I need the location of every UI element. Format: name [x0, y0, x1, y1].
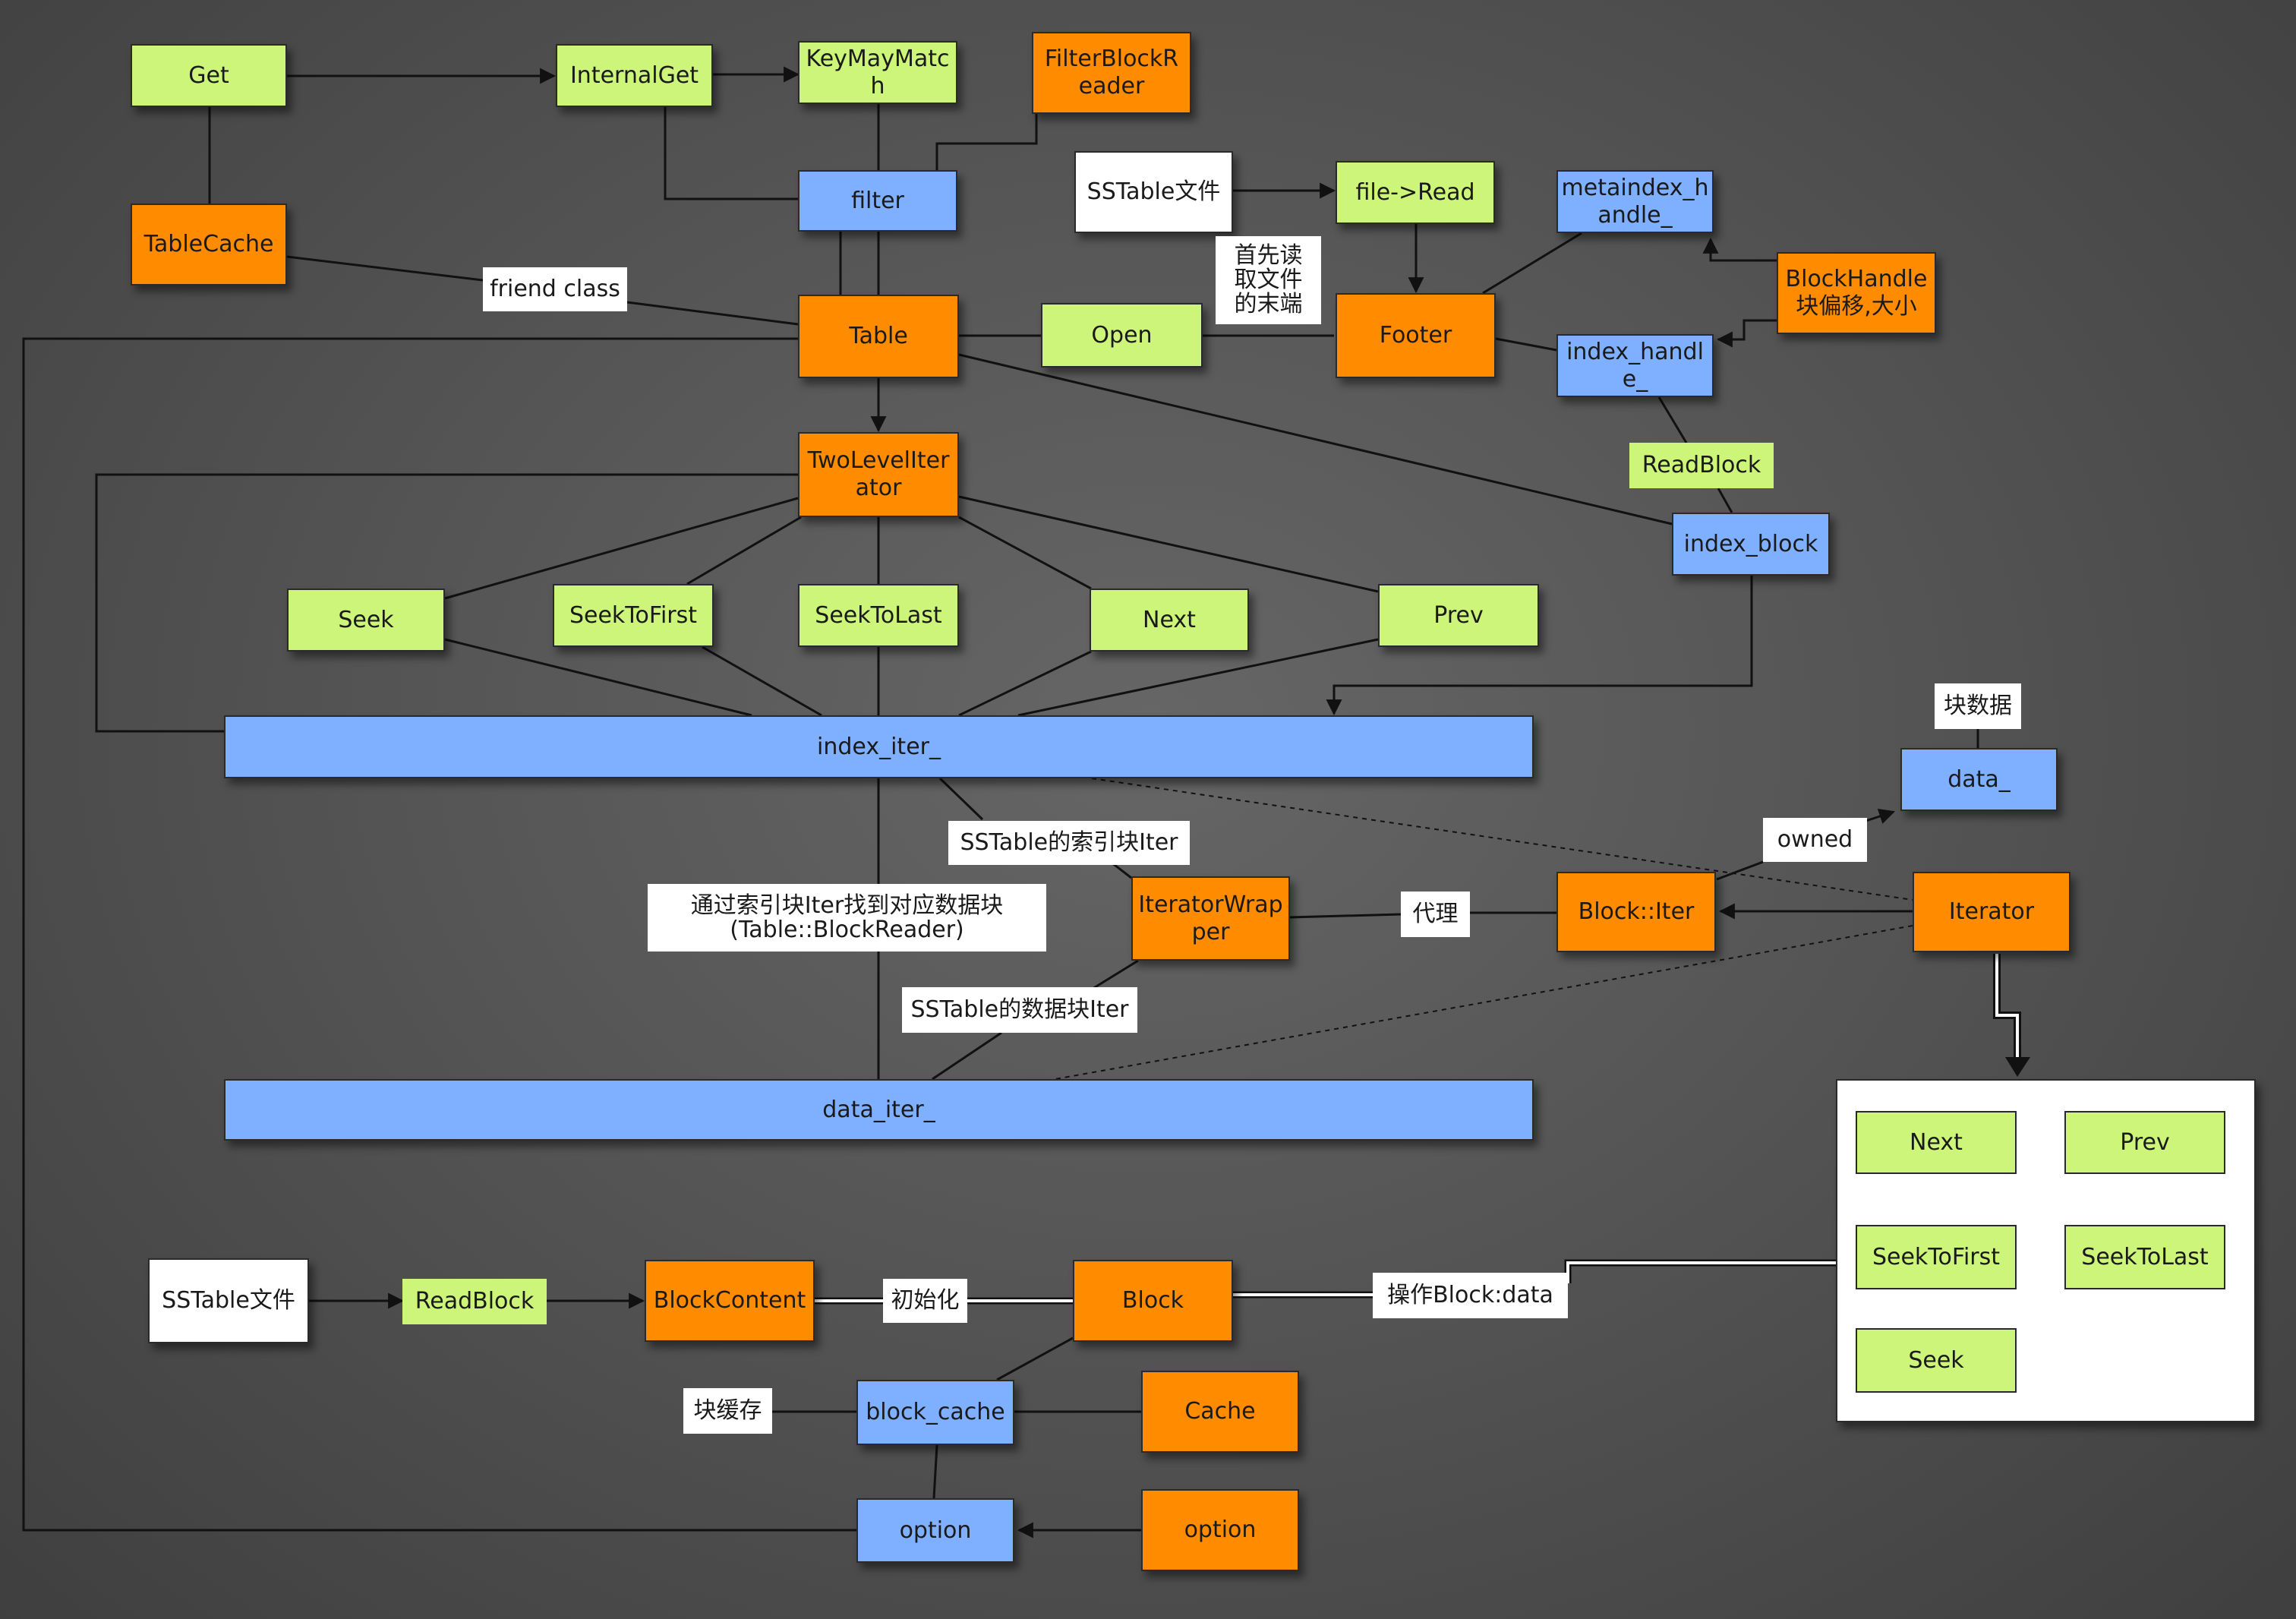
read-block-bottom-node[interactable]: ReadBlock	[402, 1279, 547, 1324]
index-block-node[interactable]: index_block	[1672, 513, 1830, 576]
init-label: 初始化	[883, 1279, 967, 1323]
edge-opdata-panel-outer	[1564, 1259, 1837, 1283]
edge-seektofirst-indexiter	[702, 645, 822, 717]
edge-table-indexblock	[958, 353, 1673, 525]
block-data-label: 块数据	[1935, 683, 2021, 729]
block-cache-label: 块缓存	[683, 1388, 772, 1434]
edge-tli-next	[958, 516, 1092, 590]
edge-table-option-loop	[22, 337, 856, 1532]
edge-tablecache-friendclass	[286, 255, 484, 282]
edge-iterator-panel-inner	[1995, 954, 2019, 1062]
edge-indexblock-indexiter	[1326, 576, 1753, 716]
filter-node[interactable]: filter	[798, 170, 957, 232]
table-node[interactable]: Table	[798, 295, 959, 378]
find-data-block-label: 通过索引块Iter找到对应数据块 (Table::BlockReader)	[648, 884, 1046, 952]
edge-footer-indexhandle	[1495, 337, 1557, 352]
edge-footer-metaindex	[1482, 232, 1582, 295]
panel-seek-to-last-node[interactable]: SeekToLast	[2064, 1225, 2225, 1289]
data-iter-node[interactable]: data_iter_	[224, 1079, 1534, 1141]
panel-prev-node[interactable]: Prev	[2064, 1111, 2225, 1174]
owned-label: owned	[1763, 818, 1867, 862]
friend-class-label: friend class	[483, 267, 627, 311]
seek-to-first-node[interactable]: SeekToFirst	[553, 584, 714, 647]
data-node[interactable]: data_	[1900, 748, 2058, 811]
panel-next-node[interactable]: Next	[1856, 1111, 2017, 1174]
option-orange-node[interactable]: option	[1141, 1489, 1299, 1571]
read-tail-label: 首先读 取文件 的末端	[1216, 236, 1321, 324]
edge-indexiter-sstableindexlabel	[938, 777, 984, 821]
edge-blockcache-option	[932, 1444, 938, 1499]
panel-seek-to-first-node[interactable]: SeekToFirst	[1856, 1225, 2017, 1289]
edge-indexhandle-readblock	[1657, 396, 1688, 443]
edge-tli-seek	[444, 497, 799, 600]
iterator-node[interactable]: Iterator	[1913, 872, 2070, 952]
file-read-node[interactable]: file->Read	[1336, 161, 1495, 224]
cache-node[interactable]: Cache	[1141, 1371, 1299, 1453]
seek-node[interactable]: Seek	[287, 589, 445, 652]
internal-get-node[interactable]: InternalGet	[556, 44, 713, 107]
edge-friendclass-table	[626, 301, 799, 326]
sstable-index-iter-label: SSTable的索引块Iter	[948, 821, 1190, 865]
open-node[interactable]: Open	[1041, 303, 1203, 368]
next-node[interactable]: Next	[1090, 589, 1249, 652]
edge-iterator-panel-outer	[1993, 954, 2021, 1062]
footer-node[interactable]: Footer	[1336, 293, 1496, 378]
edge-blockhandle-indexhandle	[1716, 319, 1777, 348]
block-handle-node[interactable]: BlockHandle 块偏移,大小	[1777, 252, 1936, 334]
seek-to-last-node[interactable]: SeekToLast	[798, 584, 959, 647]
panel-seek-node[interactable]: Seek	[1856, 1328, 2017, 1393]
edge-readblock-indexblock	[1717, 488, 1733, 513]
filter-block-reader-node[interactable]: FilterBlockR eader	[1032, 32, 1191, 114]
two-level-iterator-node[interactable]: TwoLevelIter ator	[798, 432, 959, 517]
block-node[interactable]: Block	[1073, 1260, 1233, 1342]
read-block-top-node[interactable]: ReadBlock	[1629, 443, 1774, 488]
option-blue-node[interactable]: option	[856, 1498, 1014, 1563]
edge-datalabel-dataiter	[932, 1031, 1002, 1081]
prev-node[interactable]: Prev	[1378, 584, 1539, 647]
metaindex-handle-node[interactable]: metaindex_h andle_	[1556, 170, 1714, 233]
index-handle-node[interactable]: index_handl e_	[1556, 334, 1714, 397]
edge-filter-filterblockreader	[935, 114, 1038, 170]
proxy-label: 代理	[1401, 892, 1470, 937]
edge-tli-seektofirst	[686, 516, 802, 585]
block-content-node[interactable]: BlockContent	[645, 1260, 815, 1342]
edge-iterator-panel-arrowhead	[2005, 1057, 2030, 1077]
edge-indexiter-iterator-dashed	[1091, 778, 1913, 901]
key-may-match-node[interactable]: KeyMayMatc h	[798, 41, 957, 104]
index-iter-node[interactable]: index_iter_	[224, 715, 1534, 778]
edge-block-blockcache	[996, 1337, 1074, 1381]
edge-tli-prev	[958, 495, 1379, 593]
edge-blockhandle-metaindex	[1702, 237, 1777, 262]
edge-opdata-panel-inner	[1566, 1261, 1837, 1283]
sstable-data-iter-label: SSTable的数据块Iter	[902, 987, 1137, 1033]
sstable-file-bottom-node[interactable]: SSTable文件	[148, 1258, 309, 1343]
edge-next-indexiter	[958, 650, 1092, 717]
edge-internalget-filter	[664, 107, 798, 200]
edge-iteratorwrapper-proxy	[1289, 913, 1402, 919]
sstable-file-top-node[interactable]: SSTable文件	[1074, 151, 1233, 233]
table-cache-node[interactable]: TableCache	[131, 204, 287, 286]
block-cache-node[interactable]: block_cache	[856, 1380, 1014, 1445]
iterator-wrapper-node[interactable]: IteratorWrap per	[1131, 876, 1290, 961]
block-iter-node[interactable]: Block::Iter	[1556, 872, 1716, 952]
edge-blockiter-owned	[1716, 860, 1764, 881]
get-node[interactable]: Get	[131, 44, 287, 107]
edge-prev-indexiter	[1017, 638, 1379, 717]
edge-twoleveliter-indexiter-loop	[95, 473, 798, 733]
edge-iteratorwrapper-datalabel	[1092, 959, 1139, 990]
edge-seek-indexiter	[444, 638, 752, 717]
op-block-data-label: 操作Block:data	[1373, 1273, 1568, 1318]
